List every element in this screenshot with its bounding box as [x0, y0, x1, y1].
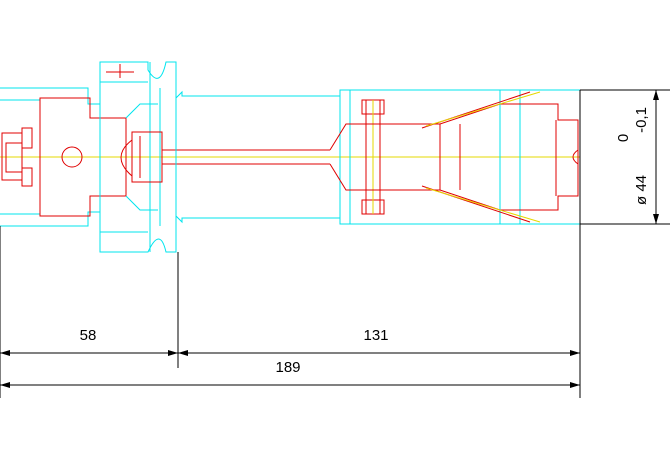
diameter-label: ø 44	[633, 175, 650, 205]
tolerance-upper-label: 0	[615, 134, 632, 142]
tolerance-lower-label: -0,1	[633, 107, 650, 133]
collet-chuck	[329, 89, 581, 225]
dimension-131-label: 131	[363, 327, 388, 344]
dimension-diameter: ø 44 0 -0,1	[615, 90, 659, 224]
dimension-131: 131	[178, 327, 580, 356]
tie-rod	[120, 131, 330, 183]
dimension-58: 58	[0, 327, 178, 356]
dimension-58-label: 58	[80, 327, 97, 344]
dimension-189: 189	[0, 359, 580, 388]
extension-lines	[0, 89, 670, 398]
dimension-189-label: 189	[275, 359, 300, 376]
